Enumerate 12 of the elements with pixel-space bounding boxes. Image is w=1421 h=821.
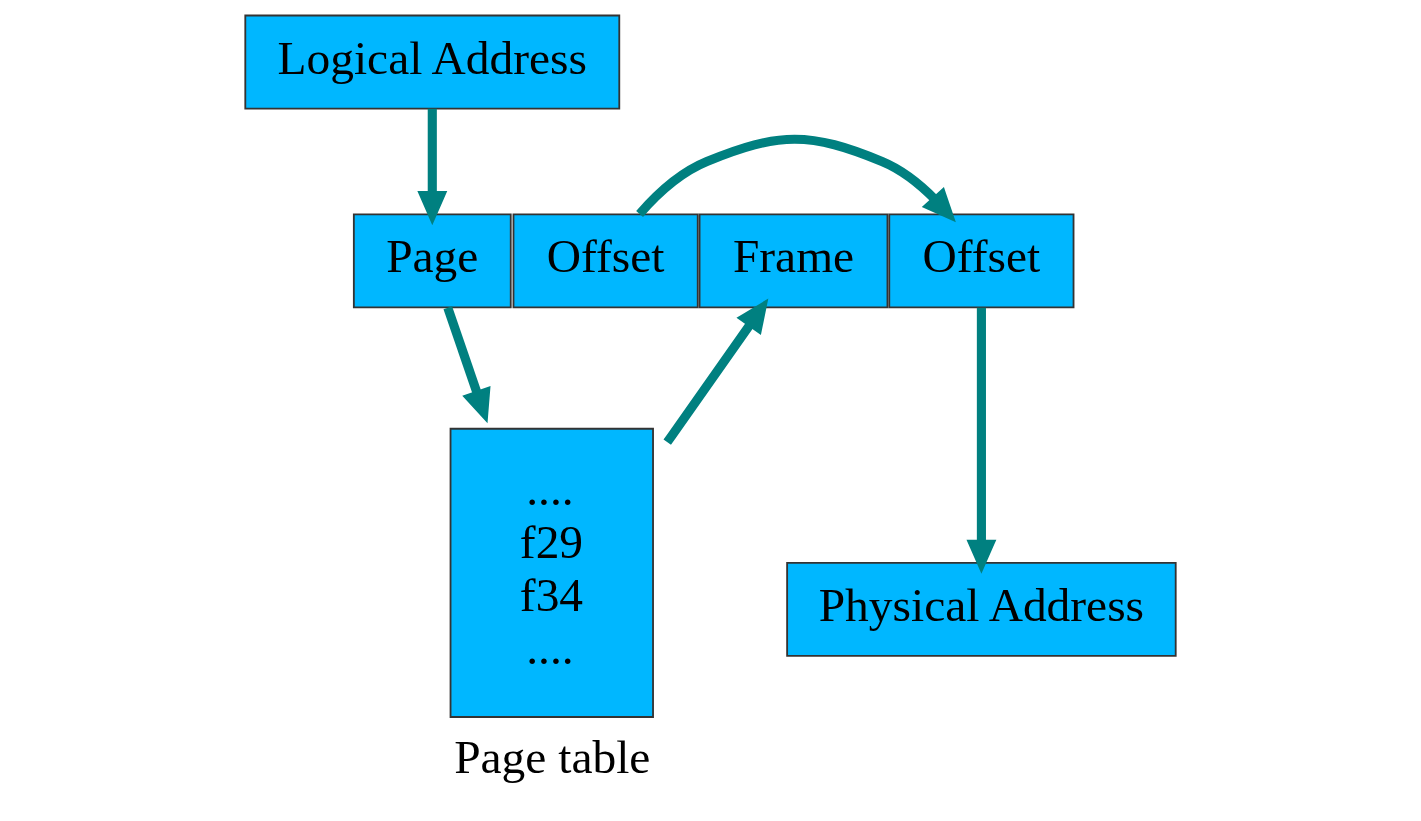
arrow: [417, 108, 448, 226]
node-label: Page table: [454, 731, 651, 784]
node-box: Offset: [888, 213, 1075, 309]
node-box: Frame: [698, 213, 889, 309]
arrow: [636, 134, 956, 223]
arrow: [443, 306, 491, 424]
node-box: Logical Address: [244, 14, 621, 110]
node-box: Page: [352, 213, 512, 309]
arrow: [663, 298, 769, 445]
arrow: [966, 307, 997, 574]
node-box: Physical Address: [786, 561, 1177, 657]
node-box: Offset: [512, 213, 699, 309]
